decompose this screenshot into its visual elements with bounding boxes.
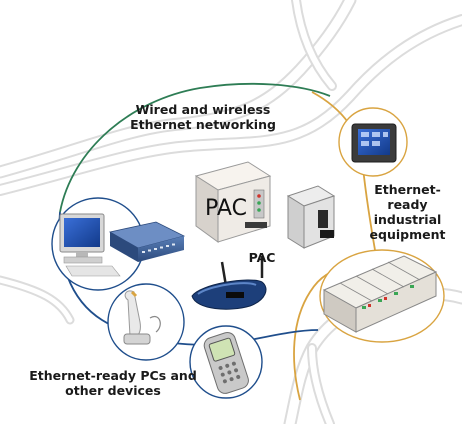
touch-panel-icon — [351, 123, 397, 163]
pcs-devices-label: Ethernet-ready PCs and other devices — [29, 368, 197, 398]
wireless-router-icon — [191, 256, 267, 310]
pc-monitor-icon — [59, 213, 121, 277]
barcode-scanner-icon — [123, 290, 161, 345]
pac-module-icon — [286, 185, 336, 249]
pac-label: PAC — [248, 250, 276, 265]
networking-cable — [59, 82, 331, 213]
pac-controller-label: PAC — [205, 196, 247, 221]
pac-controller-icon — [194, 161, 272, 243]
industrial-equipment-label: Ethernet-ready industrial equipment — [369, 182, 446, 242]
networking-label: Wired and wireless Ethernet networking — [130, 102, 276, 132]
network-switch-icon — [108, 221, 186, 262]
plc-rack-icon — [322, 255, 438, 333]
cell-phone-icon — [203, 332, 249, 394]
